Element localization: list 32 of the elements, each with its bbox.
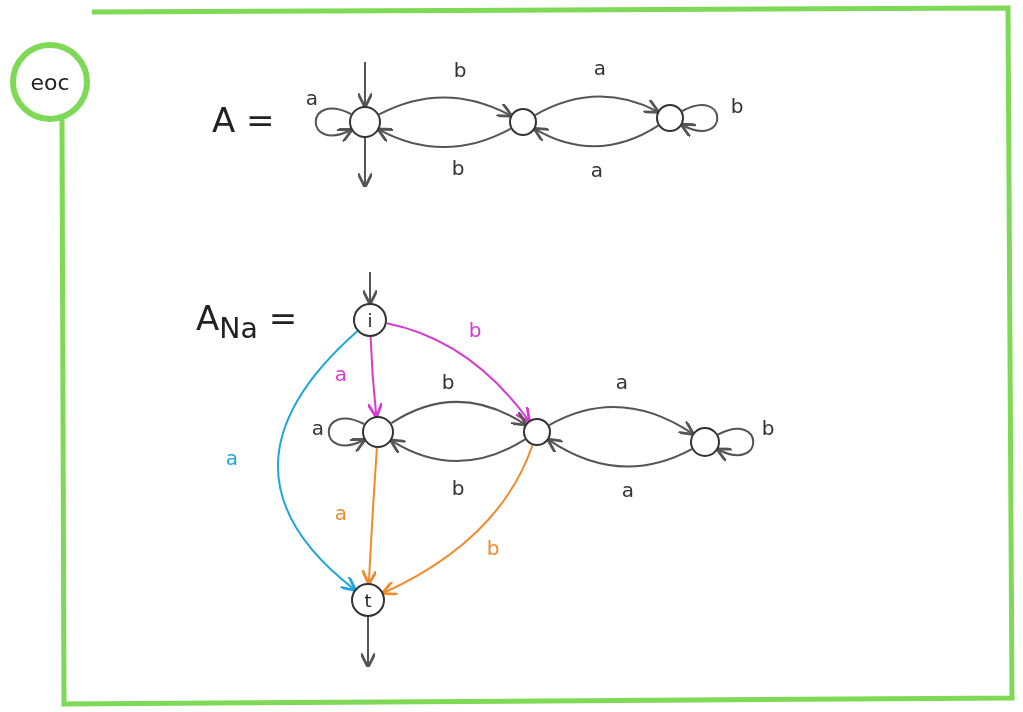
- state-circle: i: [353, 303, 387, 337]
- transition-arrow: [356, 61, 374, 109]
- self-loop-arrow: [327, 417, 367, 453]
- transition-arrow: [378, 96, 514, 118]
- automaton-name: A$_{Na}$ =: [196, 298, 298, 345]
- transition-arrow: [390, 400, 528, 427]
- transition-arrow: [276, 330, 359, 592]
- transition-arrow: [380, 444, 534, 596]
- self-loop-arrow: [679, 104, 719, 138]
- state-circle: [523, 418, 551, 446]
- transition-arrow: [361, 446, 378, 586]
- state-circle: [362, 416, 394, 448]
- transition-arrow: [361, 271, 379, 306]
- transition-arrow: [534, 95, 661, 117]
- transition-arrow: [548, 406, 696, 436]
- state-circle: [509, 108, 537, 136]
- transition-arrow: [356, 137, 374, 189]
- self-loop-arrow: [715, 427, 755, 463]
- transition-arrow: [385, 322, 531, 424]
- transition-arrow: [388, 438, 527, 462]
- state-circle: t: [351, 583, 385, 617]
- transition-arrow: [376, 127, 512, 149]
- state-circle: [690, 427, 720, 457]
- transition-arrow: [532, 124, 660, 148]
- automaton-name: A =: [212, 100, 275, 140]
- transition-arrow: [359, 616, 377, 669]
- transition-arrow: [366, 336, 384, 419]
- tag-circle: eoc: [10, 42, 90, 122]
- state-circle: [656, 104, 684, 132]
- transition-arrow: [546, 437, 693, 468]
- state-circle: [349, 106, 381, 138]
- self-loop-arrow: [314, 107, 354, 143]
